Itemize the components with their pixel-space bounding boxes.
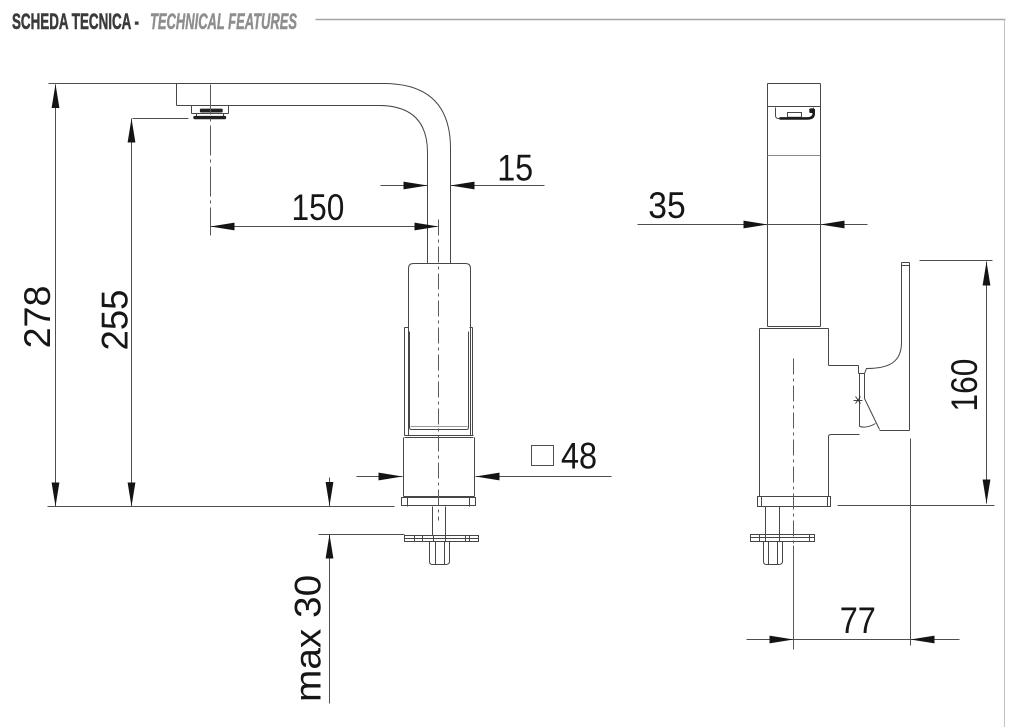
- svg-text:max 30: max 30: [286, 575, 328, 702]
- svg-text:TECHNICAL FEATURES: TECHNICAL FEATURES: [150, 9, 297, 34]
- svg-text:48: 48: [561, 435, 597, 477]
- svg-text:SCHEDA TECNICA -: SCHEDA TECNICA -: [12, 9, 139, 34]
- svg-text:160: 160: [943, 359, 985, 412]
- svg-text:35: 35: [648, 184, 685, 226]
- svg-text:77: 77: [840, 599, 876, 641]
- svg-text:278: 278: [16, 286, 58, 349]
- svg-text:255: 255: [94, 290, 136, 351]
- svg-text:15: 15: [497, 146, 533, 188]
- svg-text:150: 150: [292, 186, 345, 228]
